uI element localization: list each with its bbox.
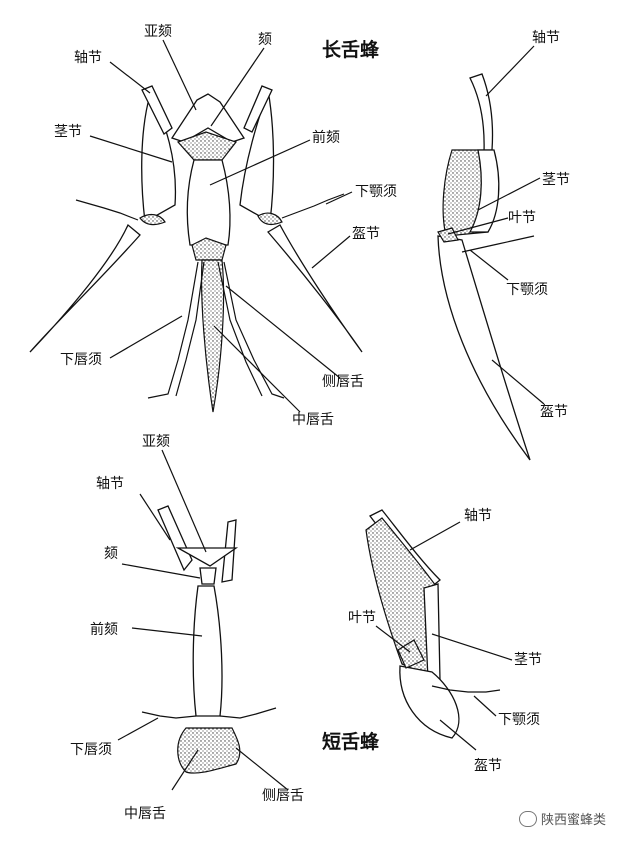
label-short-mentum: 颏	[104, 546, 118, 562]
label-short-submentum: 亚颏	[142, 434, 170, 450]
label-short-side-galea: 盔节	[474, 758, 502, 774]
label-short-paraglossa: 侧唇舌	[262, 788, 304, 804]
leader-submentum	[162, 39, 197, 111]
label-galea: 盔节	[352, 226, 380, 242]
right-lacinia	[257, 212, 283, 226]
short-glossa	[177, 727, 241, 774]
right-cardo	[243, 85, 273, 133]
short-side-maxillary-palp	[431, 685, 501, 693]
short-left-labial-palp	[141, 711, 197, 719]
label-side-maxpalp: 下颚须	[506, 282, 548, 298]
leader-short-side-cardo	[409, 521, 461, 551]
short-right-labial-palp	[219, 707, 277, 719]
leader-maxpalp	[325, 191, 353, 205]
leader-short-cardo	[139, 493, 171, 541]
watermark: 陕西蜜蜂类	[518, 809, 606, 828]
label-side-lacinia: 叶节	[508, 210, 536, 226]
side-maxillary-palp	[461, 235, 535, 253]
figure-long-tongue-front: 亚颏 颏 长舌蜂 轴节 茎节 前颏 下颚须 盔节 下唇须 侧唇舌 中唇舌	[29, 24, 397, 428]
leader-labpalp	[109, 315, 183, 359]
leader-short-paraglossa	[235, 747, 289, 791]
label-maxillary-palp: 下颚须	[355, 184, 397, 200]
short-side-lacinia	[397, 639, 425, 669]
short-mentum	[199, 567, 217, 585]
watermark-text: 陕西蜜蜂类	[540, 813, 606, 828]
left-maxillary-palp	[75, 199, 139, 221]
label-short-side-maxpalp: 下颚须	[498, 712, 540, 728]
title-long-tongue: 长舌蜂	[322, 38, 380, 61]
leader-side-cardo	[485, 45, 535, 97]
figure-short-tongue-front: 亚颏 轴节 颏 前颏 下唇须 中唇舌 侧唇舌	[70, 434, 304, 822]
left-labial-palp	[147, 261, 199, 399]
right-labial-palp-inner	[217, 261, 263, 397]
label-side-stipes: 茎节	[542, 172, 570, 188]
leader-prementum	[209, 139, 311, 186]
label-short-labpalp: 下唇须	[70, 742, 112, 758]
side-galea	[437, 235, 531, 461]
right-galea	[266, 224, 363, 353]
label-prementum: 前颏	[312, 129, 340, 146]
right-maxillary-palp	[281, 193, 345, 219]
side-lacinia	[437, 227, 459, 243]
label-side-galea: 盔节	[540, 404, 568, 420]
label-short-side-lacinia: 叶节	[348, 610, 376, 626]
leader-side-galea	[491, 359, 545, 405]
wechat-icon	[518, 810, 537, 827]
label-short-side-cardo: 轴节	[464, 508, 492, 524]
leader-side-maxpalp	[469, 249, 509, 281]
figure-short-tongue-side: 轴节 叶节 茎节 下颚须 盔节 短舌蜂	[322, 508, 542, 774]
mentum	[176, 131, 237, 161]
leader-short-mentum	[121, 563, 201, 579]
short-left-cardo	[157, 505, 193, 572]
label-stipes: 茎节	[54, 124, 82, 140]
leader-short-side-galea	[439, 719, 477, 751]
label-cardo: 轴节	[74, 50, 102, 66]
left-lacinia	[139, 213, 166, 226]
label-mentum: 颏	[258, 32, 272, 48]
short-prementum	[192, 585, 223, 717]
leader-short-side-maxpalp	[473, 695, 497, 717]
label-short-prementum: 前颏	[90, 621, 118, 638]
prementum	[186, 159, 231, 246]
leader-short-side-lacinia	[375, 625, 411, 653]
leader-mentum	[210, 47, 265, 127]
glossa	[200, 259, 225, 413]
leader-paraglossa	[225, 285, 341, 379]
leader-cardo	[109, 61, 151, 94]
leader-glossa	[213, 325, 301, 413]
label-short-cardo: 轴节	[96, 476, 124, 492]
figure-long-tongue-side: 轴节 茎节 叶节 下颚须 盔节	[437, 30, 570, 461]
leader-short-glossa	[171, 749, 199, 791]
prementum-base	[191, 237, 227, 261]
left-cardo	[141, 85, 173, 135]
leader-side-stipes	[477, 177, 541, 211]
side-cardo	[469, 73, 494, 153]
left-labial-palp-inner	[175, 261, 205, 397]
leader-side-lacinia	[447, 217, 509, 235]
side-stipes-outline	[468, 149, 500, 233]
leader-short-submentum	[161, 449, 207, 553]
label-glossa: 中唇舌	[292, 412, 334, 428]
label-paraglossa: 侧唇舌	[322, 374, 364, 390]
leader-short-labpalp	[117, 717, 159, 741]
label-labial-palp: 下唇须	[60, 352, 102, 368]
label-short-side-stipes: 茎节	[514, 652, 542, 668]
right-labial-palp	[223, 261, 285, 399]
label-short-glossa: 中唇舌	[124, 806, 166, 822]
title-short-tongue: 短舌蜂	[322, 730, 380, 753]
short-submentum	[175, 547, 239, 567]
label-submentum: 亚颏	[144, 24, 172, 40]
leader-short-prementum	[131, 627, 203, 637]
short-side-galea	[399, 665, 460, 739]
leader-galea	[311, 235, 351, 269]
leader-short-side-stipes	[431, 633, 513, 661]
leader-stipes	[89, 135, 173, 163]
left-galea	[29, 223, 141, 353]
label-side-cardo: 轴节	[532, 30, 560, 46]
